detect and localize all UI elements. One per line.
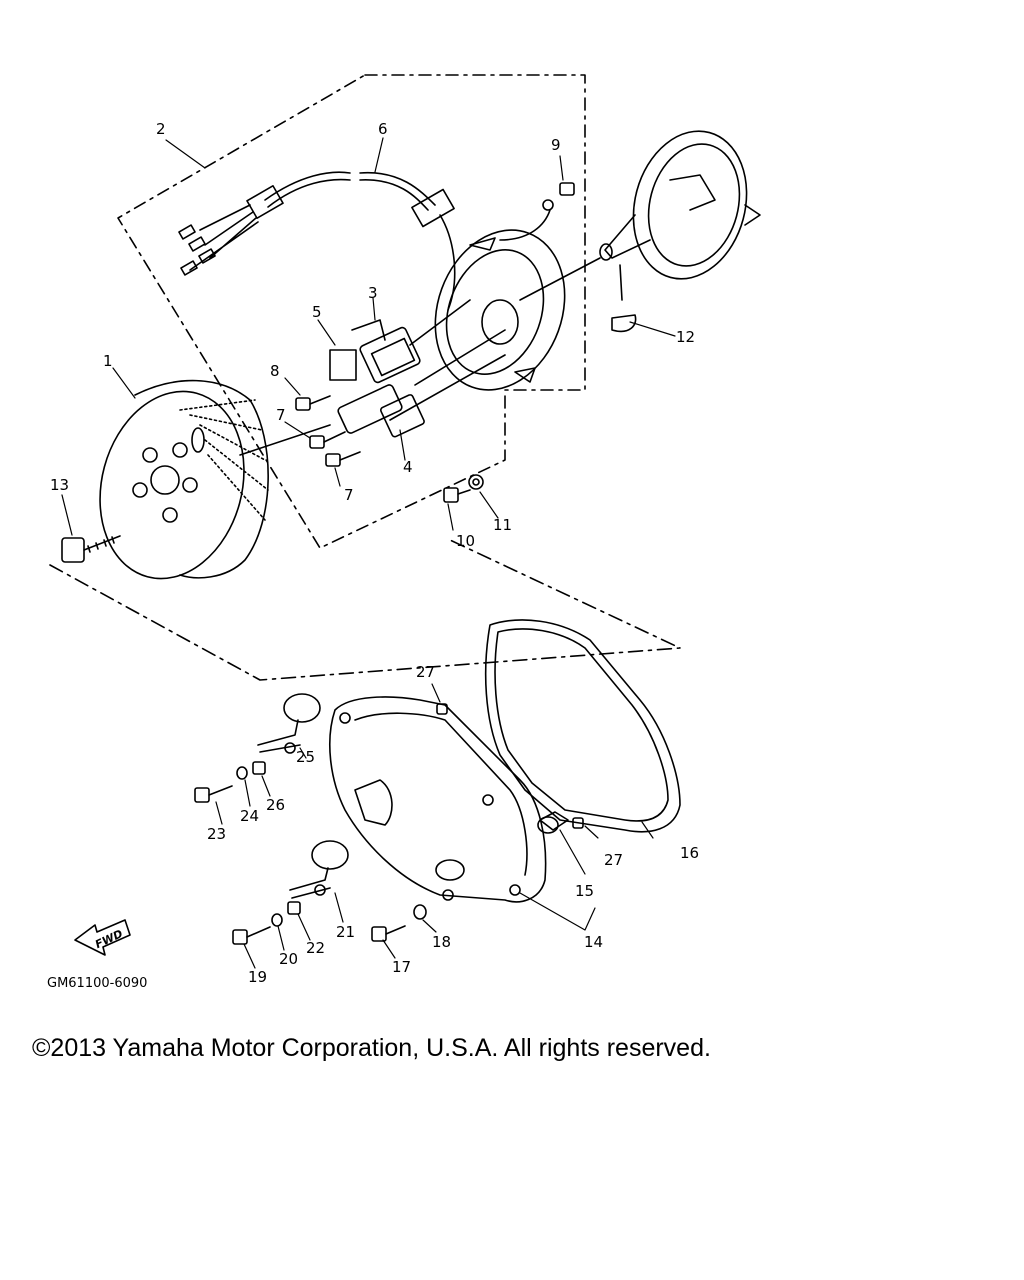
cover-gasket-inner: [494, 628, 669, 822]
wire-clamps: [257, 693, 349, 899]
leader-lines: [61, 137, 676, 969]
part-label: 21: [336, 923, 355, 941]
part-label: 16: [680, 844, 699, 862]
part-label: 19: [248, 968, 267, 986]
part-label: 7: [344, 486, 354, 504]
part-label: 5: [312, 303, 322, 321]
part-labels: 1 2 3 4 5 6 7 7 8 9 10 11 12 13 14 15 16…: [47, 120, 699, 991]
forward-arrow-icon: [74, 919, 131, 956]
part-label: 9: [551, 136, 561, 154]
stator-coils: [329, 299, 506, 438]
part-label: 15: [575, 882, 594, 900]
part-label: 20: [279, 950, 298, 968]
part-label: 6: [378, 120, 388, 138]
wire-harness: [178, 171, 554, 311]
stator-plate: [434, 229, 566, 391]
oil-seal: [436, 703, 584, 834]
upper-fasteners: [61, 182, 575, 563]
part-label: 1: [103, 352, 113, 370]
part-label: 17: [392, 958, 411, 976]
drawing-code: GM61100-6090: [47, 976, 147, 991]
part-label: 18: [432, 933, 451, 951]
part-label: 14: [584, 933, 603, 951]
part-label: 12: [676, 328, 695, 346]
exploded-parts-diagram: 1 2 3 4 5 6 7 7 8 9 10 11 12 13 14 15 16…: [47, 74, 761, 991]
copyright-notice: ©2013 Yamaha Motor Corporation, U.S.A. A…: [32, 1034, 711, 1062]
flywheel: [99, 379, 331, 580]
stator-assembly-boundary: [117, 74, 586, 549]
lower-assembly-boundary: [49, 539, 681, 681]
part-label: 10: [456, 532, 475, 550]
part-label: 26: [266, 796, 285, 814]
part-label: 2: [156, 120, 166, 138]
part-label: 24: [240, 807, 259, 825]
part-label: 27: [604, 851, 623, 869]
part-label: 8: [270, 362, 280, 380]
part-label: 25: [296, 748, 315, 766]
part-label: 27: [416, 663, 435, 681]
rotor-hub: [519, 130, 761, 301]
part-label: 3: [368, 284, 378, 302]
part-label: 22: [306, 939, 325, 957]
part-label: 7: [276, 406, 286, 424]
part-label: 11: [493, 516, 512, 534]
cover-gasket: [484, 619, 681, 833]
part-label: 23: [207, 825, 226, 843]
part-label: 13: [50, 476, 69, 494]
part-label: 4: [403, 458, 413, 476]
crankcase-cover: [329, 696, 547, 903]
woodruff-key: [611, 314, 637, 333]
lower-fasteners: [194, 761, 427, 945]
